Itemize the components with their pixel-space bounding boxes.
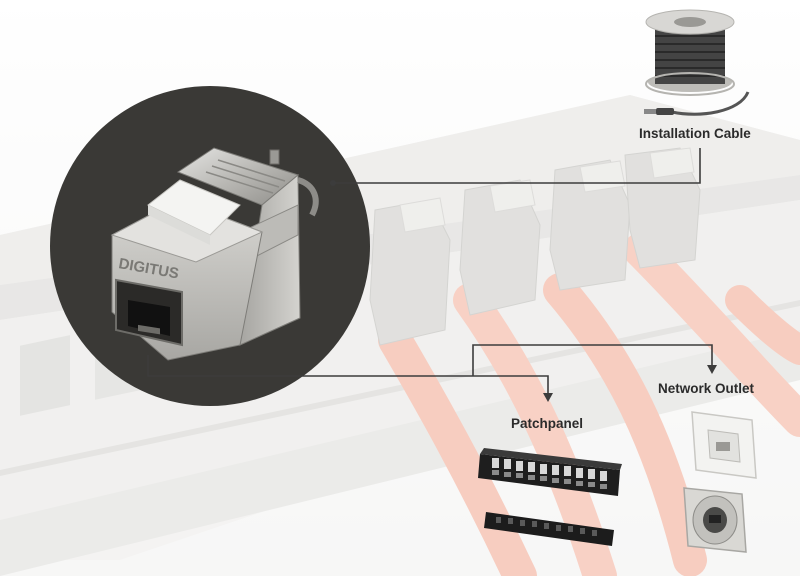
- patch-panel-icon: [478, 448, 622, 546]
- patchpanel-label: Patchpanel: [511, 416, 584, 431]
- arrowheads: [543, 365, 717, 402]
- installation-cable-label: Installation Cable: [639, 126, 751, 141]
- connector-lines: [147, 148, 713, 396]
- network-outlet-label: Network Outlet: [658, 381, 755, 396]
- cable-spool-icon: [644, 9, 750, 116]
- network-outlet-icon: [683, 411, 757, 553]
- keystone-jack-icon: DIGITUS: [110, 147, 319, 361]
